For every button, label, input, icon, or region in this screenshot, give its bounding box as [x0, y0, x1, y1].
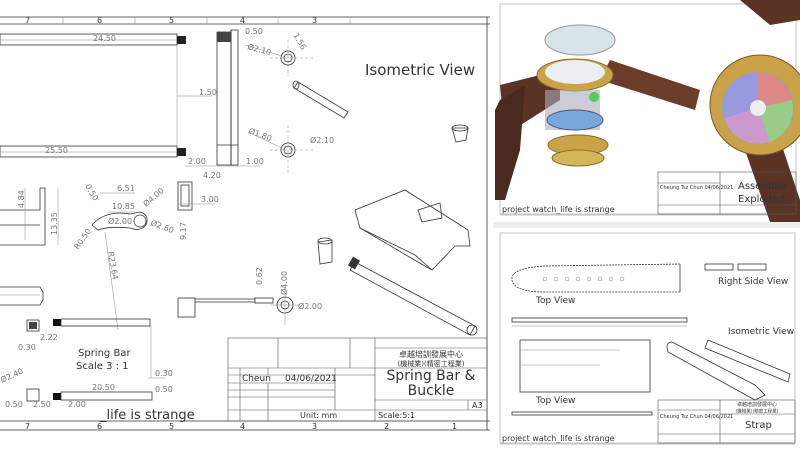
border-number: 6 [97, 422, 102, 431]
dimension-label: 1.00 [246, 157, 264, 166]
assembly-title-block: Cheung Tsz Chun 04/06/2021 Assemble Expl… [657, 171, 797, 215]
dimension-label: 0.30 [155, 369, 173, 378]
spring-bar-top-view: 24.50 25.50 1.50 [0, 33, 217, 158]
dimension-label: 0.50 [5, 400, 23, 409]
strap-title: Strap [745, 420, 772, 431]
project-text: project watch_life is strange [502, 434, 615, 443]
strap-top-view: Top View [511, 263, 681, 306]
spring-bar-side-view: 0.50 2.00 1.00 4.20 [185, 27, 264, 180]
assembly-title-line2: Exploded [738, 194, 784, 205]
date: 04/06/2021 [285, 374, 337, 384]
dimension-label: 20.50 [92, 383, 115, 392]
dimension-label: 24.50 [93, 34, 116, 43]
border-number: 6 [97, 16, 102, 25]
dimension-label: Ø2.00 [108, 216, 132, 226]
border-number: 1 [452, 422, 457, 431]
border-number: 2 [384, 422, 389, 431]
dimension-label: 0.50 [155, 385, 173, 394]
buckle-pin-detail: 3.00 9.17 [177, 181, 219, 240]
title-block: 卓越培訓發展中心 (機械業)(精密工程業) Cheun 04/06/2021 S… [227, 337, 488, 422]
border-number: 5 [169, 16, 174, 25]
left-sheet: 7 6 5 4 3 7 6 5 4 3 2 1 24. [0, 16, 490, 431]
dimension-label: Ø4.00 [279, 271, 289, 295]
org-line1: 卓越培訓發展中心 [399, 349, 463, 359]
strap-right-side-view: Right Side View [704, 263, 788, 287]
dimension-label: 4.84 [17, 190, 26, 208]
strap-top-view-2: Top View [511, 339, 653, 416]
dimension-label: Ø2.10 [310, 135, 334, 145]
drawing-title-box: Spring Bar & Buckle [386, 369, 476, 399]
watch-exploded-render [495, 0, 800, 222]
section-label-line2: Scale 3 : 1 [76, 361, 129, 372]
dimension-label: 13.35 [50, 212, 59, 235]
top-view-label: Top View [535, 296, 575, 306]
dimension-label: Ø2.00 [298, 301, 322, 311]
buckle-side-view: 4.84 13.35 [0, 187, 59, 306]
assembly-title-line1: Assemble [738, 181, 786, 192]
dimension-label: 25.50 [45, 146, 68, 155]
border-number: 7 [25, 16, 30, 25]
border-number: 5 [169, 422, 174, 431]
border-number: 4 [240, 16, 245, 25]
top-border-ruler: 7 6 5 4 3 [0, 16, 490, 25]
dimension-label: 2.50 [33, 400, 51, 409]
dimension-label: 0.50 [245, 27, 263, 36]
dimension-label: 0.62 [255, 267, 264, 285]
dimension-label: 3.00 [201, 195, 219, 204]
dimension-label: 2.22 [40, 333, 58, 342]
dimension-label: 2.00 [68, 400, 86, 409]
org-line1: 卓越培訓發展中心 [737, 401, 777, 408]
border-number: 3 [312, 16, 317, 25]
isometric-parts [292, 80, 478, 336]
top-right-sheet: Cheung Tsz Chun 04/06/2021 Assemble Expl… [493, 0, 800, 222]
dimension-label: 9.17 [179, 222, 188, 240]
project-text: _life is strange [99, 408, 195, 423]
right-side-view-label: Right Side View [718, 277, 788, 287]
section-label-line1: Spring Bar [78, 348, 131, 359]
drawn-by: Cheung Tsz Chun 04/06/2021 [660, 185, 733, 191]
project-text: project watch_life is strange [502, 205, 615, 214]
dimension-label: 10.85 [112, 202, 135, 211]
spring-bar-pin-view: 0.62 Ø4.00 Ø2.00 [177, 267, 322, 325]
org-line2: (機械業)(精密工程業) [398, 359, 465, 368]
drawn-by: Cheung Tsz Chun 04/06/2021 [660, 414, 733, 420]
unit-label: Unit: mm [300, 411, 337, 420]
isometric-view-label: Isometric View [365, 61, 475, 79]
border-number: 3 [312, 422, 317, 431]
bottom-right-sheet: Top View Right Side View Top View Isomet… [493, 228, 800, 450]
sheet-size: A3 [472, 401, 483, 410]
dimension-label: 0.30 [18, 343, 36, 352]
dimension-label: 4.20 [203, 171, 221, 180]
drawing-title: Spring Bar & Buckle [386, 369, 476, 399]
dimension-label: 1.50 [199, 88, 217, 97]
drawn-by: Cheun [242, 374, 271, 384]
dimension-label: 6.51 [117, 184, 135, 193]
top-view-label-2: Top View [535, 396, 575, 406]
scale-label: Scale:5:1 [378, 411, 415, 420]
strap-isometric-view: Isometric View [666, 327, 794, 401]
strap-title-block: 卓越培訓發展中心 (機械業)(精密工程業) Cheung Tsz Chun 04… [657, 399, 796, 444]
org-line2: (機械業)(精密工程業) [735, 408, 778, 415]
strap-side-view [511, 317, 688, 327]
border-number: 7 [25, 422, 30, 431]
isometric-view-label: Isometric View [728, 327, 794, 337]
border-number: 4 [240, 422, 245, 431]
dimension-label: 2.00 [188, 157, 206, 166]
